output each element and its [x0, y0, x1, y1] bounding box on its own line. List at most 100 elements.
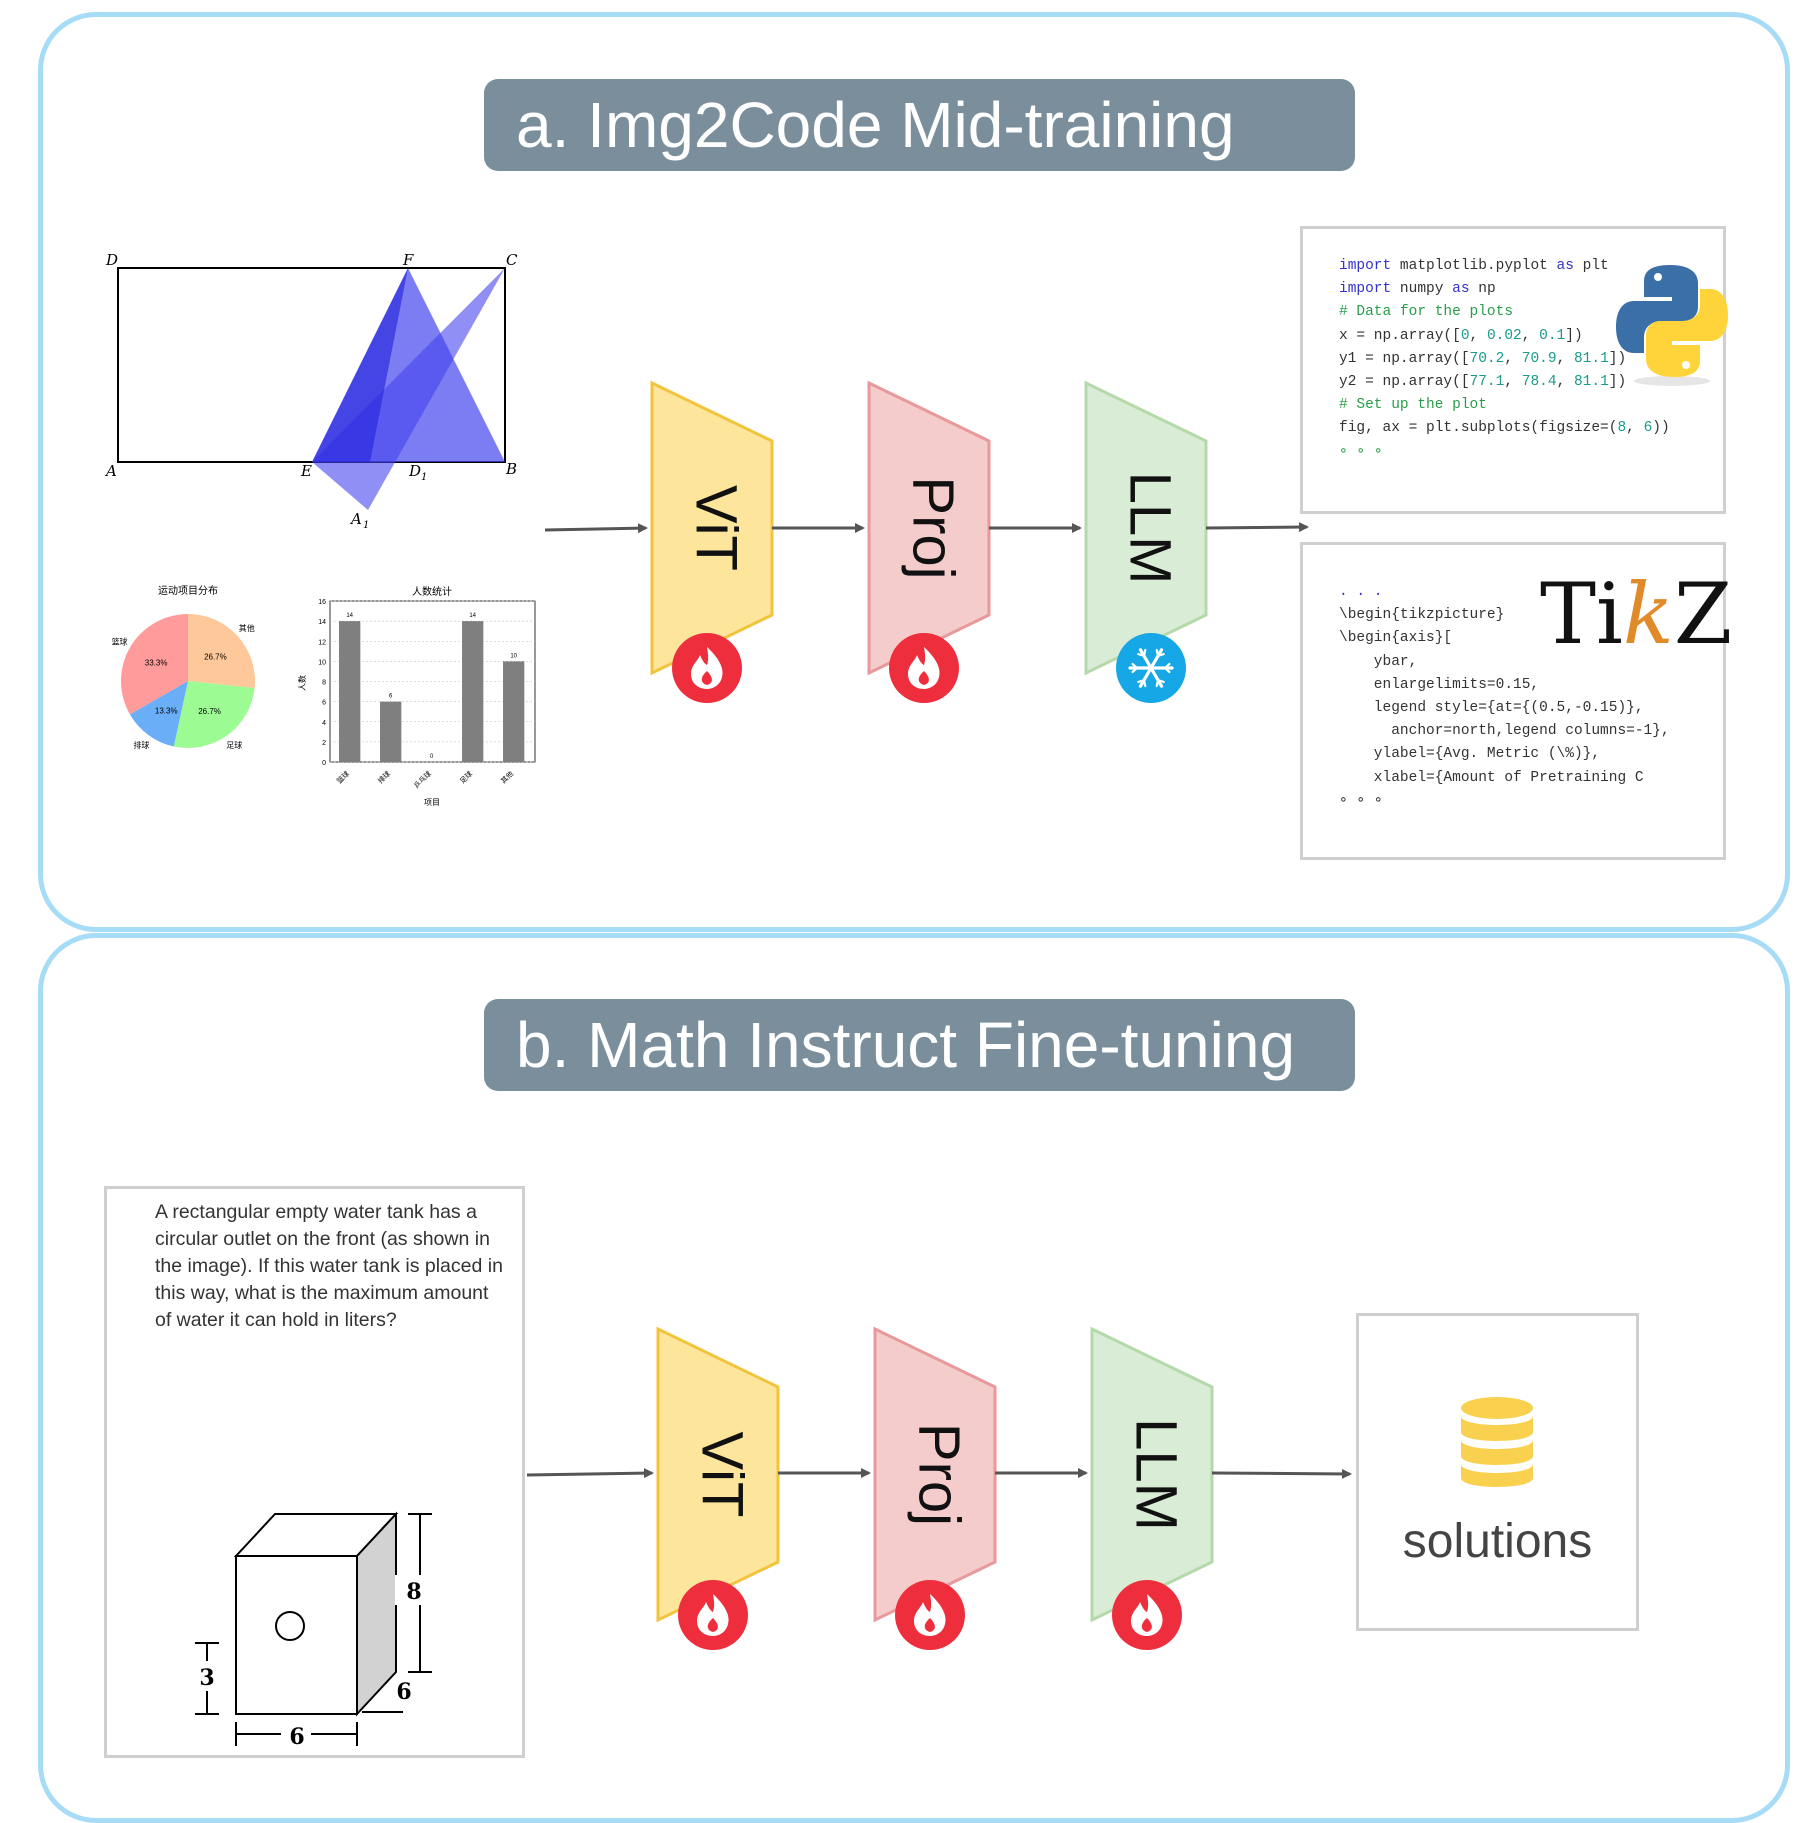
module-llm: [1084, 380, 1208, 676]
module-llm: [1090, 1326, 1214, 1623]
python-code-line: # Data for the plots: [1339, 301, 1723, 324]
module-proj: [867, 380, 991, 676]
module-vit: [656, 1326, 780, 1623]
flame-icon: [1112, 1580, 1182, 1650]
pie-category-label: 篮球: [112, 636, 128, 646]
pie-slice: [188, 614, 255, 689]
pie-slice: [173, 681, 255, 748]
bar-ylabel: 人数: [297, 675, 307, 691]
label-f: F: [402, 251, 414, 269]
bar-category-label: 其他: [499, 769, 515, 785]
label-d1: D: [408, 462, 421, 480]
python-logo-icon: [1616, 265, 1728, 386]
bar-ytick: 0: [322, 760, 326, 767]
tikz-code-token: ∘ ∘ ∘: [1339, 792, 1383, 809]
python-code-token: 0.1: [1539, 327, 1566, 344]
label-a: A: [104, 462, 117, 480]
solutions-label: solutions: [1402, 1515, 1593, 1568]
bar: [380, 701, 402, 762]
bar-value-label: 10: [510, 653, 517, 659]
label-d1-sub: 1: [421, 472, 427, 483]
tikz-code-line: . . .: [1339, 581, 1723, 604]
pie-title: 运动项目分布: [158, 585, 218, 597]
tikz-code-line: xlabel={Amount of Pretraining C: [1339, 767, 1723, 790]
bar-category-label: 足球: [458, 769, 474, 785]
bar-category-label: 篮球: [335, 769, 351, 785]
tikz-code-token: ylabel={Avg. Metric (\%)},: [1339, 746, 1601, 763]
python-code-token: 0.02: [1486, 327, 1522, 344]
python-code-token: ]): [1608, 373, 1627, 390]
python-code-line: x = np.array([0, 0.02, 0.1]): [1339, 325, 1723, 348]
python-code-token: 78.4: [1521, 373, 1557, 390]
python-code-token: y2 = np.array([: [1339, 373, 1470, 390]
python-code-line: import numpy as np: [1339, 278, 1723, 301]
bar: [462, 621, 484, 762]
module-label: ViT: [684, 485, 749, 571]
bar-value-label: 14: [469, 613, 476, 619]
triangle-overlap: [312, 268, 408, 462]
module-label: Proj: [907, 1423, 972, 1526]
bar: [339, 621, 361, 762]
python-code-token: as: [1452, 281, 1470, 298]
pie-percent-label: 33.3%: [145, 659, 168, 668]
bar-value-label: 0: [430, 754, 434, 760]
rectangle-abcd: [117, 267, 506, 463]
pie-percent-label: 13.3%: [155, 707, 178, 716]
python-code-token: ,: [1626, 420, 1644, 437]
bar-ytick: 16: [318, 599, 326, 606]
python-code-token: 70.9: [1521, 350, 1557, 367]
python-code-token: ]): [1608, 350, 1627, 367]
python-code-line: fig, ax = plt.subplots(figsize=(8, 6)): [1339, 417, 1723, 440]
pie-slice: [129, 681, 188, 747]
dim-width: 6: [289, 1724, 304, 1750]
tikz-code-line: ybar,: [1339, 651, 1723, 674]
label-d: D: [105, 251, 118, 269]
tikz-code-token: \begin{tikzpicture}: [1339, 607, 1505, 624]
dim-height: 8: [406, 1579, 421, 1605]
python-code-token: ,: [1504, 373, 1522, 390]
flame-icon: [672, 633, 742, 703]
python-code-token: as: [1556, 258, 1574, 274]
pie-category-label: 足球: [226, 740, 242, 750]
water-tank-figure: 8 6 6 3: [195, 1511, 432, 1750]
tikz-code-line: enlargelimits=0.15,: [1339, 674, 1723, 697]
module-label: LLM: [1118, 472, 1183, 585]
python-code-token: ∘ ∘ ∘: [1339, 443, 1383, 460]
tikz-code-line: \begin{axis}[: [1339, 627, 1723, 650]
python-code-token: ,: [1556, 373, 1574, 390]
tikz-code-line: anchor=north,legend columns=-1},: [1339, 720, 1723, 743]
python-code-token: 81.1: [1573, 350, 1609, 367]
python-code-token: ,: [1504, 350, 1522, 367]
python-code-token: ,: [1521, 327, 1540, 344]
python-code-token: y1 = np.array([: [1339, 350, 1470, 367]
bar: [503, 661, 525, 762]
tank-front: [235, 1555, 358, 1715]
flow-arrow: [544, 523, 648, 534]
bar-value-label: 14: [346, 613, 353, 619]
flow-arrow: [1205, 522, 1309, 533]
python-code-line: y1 = np.array([70.2, 70.9, 81.1]): [1339, 348, 1723, 371]
tikz-code-line: \begin{tikzpicture}: [1339, 604, 1723, 627]
bar-ytick: 2: [322, 740, 326, 747]
pie-slice: [121, 614, 188, 715]
bar-chart: 人数统计 项目 人数 024681012141614篮球6排球0乒乓球14足球1…: [297, 585, 536, 807]
label-e: E: [300, 462, 312, 480]
pie-percent-label: 26.7%: [198, 707, 221, 716]
tikz-code-token: xlabel={Amount of Pretraining C: [1339, 769, 1644, 786]
problem-text: A rectangular empty water tank has a cir…: [155, 1201, 503, 1331]
python-code-token: ,: [1469, 327, 1487, 344]
bar-ytick: 4: [322, 720, 326, 727]
bar-value-label: 6: [389, 694, 393, 700]
python-code-line: # Set up the plot: [1339, 394, 1723, 417]
python-code-line: y2 = np.array([77.1, 78.4, 81.1]): [1339, 371, 1723, 394]
bar-xlabel: 项目: [424, 798, 440, 807]
label-a1-sub: 1: [363, 520, 369, 531]
python-code-token: 8: [1617, 420, 1627, 437]
database-icon: [1461, 1397, 1533, 1487]
flame-icon: [889, 633, 959, 703]
tikz-code-token: legend style={at={(0.5,-0.15)},: [1339, 699, 1644, 716]
label-c: C: [506, 251, 518, 269]
geometry-figure: D F C A E D 1 B A 1: [104, 251, 518, 531]
